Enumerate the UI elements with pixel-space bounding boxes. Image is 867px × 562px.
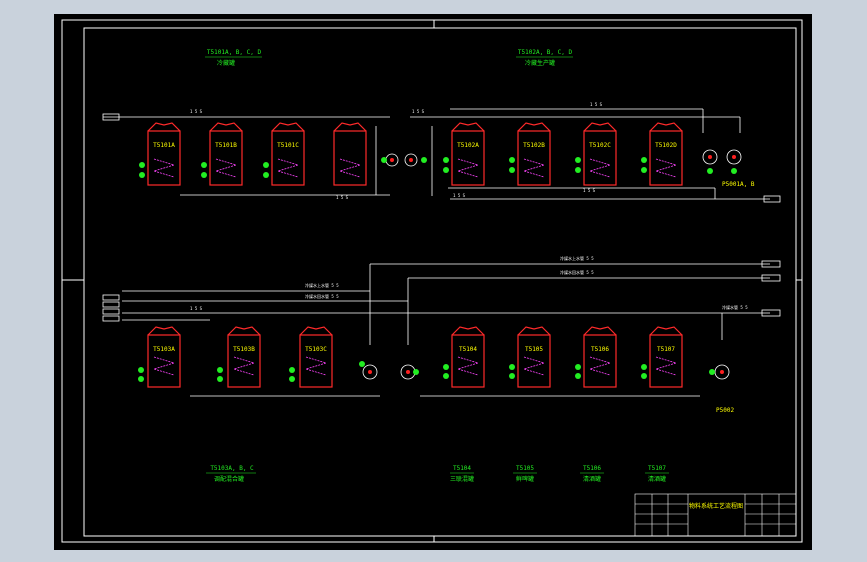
pipe-label: 1 5 S xyxy=(190,306,203,311)
svg-text:T5105: T5105 xyxy=(516,465,534,472)
top-group-right-label: T5102A, B, C, D 冷藏生产罐 xyxy=(516,49,573,67)
inner-border xyxy=(83,27,797,537)
pipe-label: 1 5 S xyxy=(583,188,596,193)
tank-label: T5107 xyxy=(657,346,675,353)
pipe-label: 1 5 S xyxy=(190,109,203,114)
bottom-group-label: T5106 清酒罐 xyxy=(580,465,604,483)
pipe-label: 1 5 S xyxy=(412,109,425,114)
top-inlet-arrow xyxy=(102,113,120,121)
svg-text:鲜啤罐: 鲜啤罐 xyxy=(516,475,534,483)
tank-label: T5102A xyxy=(457,142,479,149)
tank-t5103a[interactable]: T5103A xyxy=(147,326,181,388)
outer-border xyxy=(61,19,803,543)
tank-t5103c[interactable]: T5103C xyxy=(299,326,333,388)
pipe-label: 冷媒水上水管 5 5 xyxy=(560,255,594,261)
pump-icon[interactable] xyxy=(381,153,427,167)
tank-t5102a[interactable]: T5102A xyxy=(451,122,485,186)
svg-text:清酒罐: 清酒罐 xyxy=(648,475,666,483)
pipe-label: 冷媒水上水管 5 5 xyxy=(305,282,339,288)
svg-text:清酒罐: 清酒罐 xyxy=(583,475,601,483)
tank-t5102b[interactable]: T5102B xyxy=(517,122,551,186)
bottom-group-label: T5105 鲜啤罐 xyxy=(513,465,537,483)
tank-t5102d[interactable]: T5102D xyxy=(649,122,683,186)
instrument-icons-top-left xyxy=(139,162,269,178)
tank-t5107[interactable]: T5107 xyxy=(649,326,683,388)
bottom-group-label: T5104 三联混罐 xyxy=(450,465,474,483)
pump-label: P5001A, B xyxy=(722,181,755,188)
tank-label: T5101B xyxy=(215,142,237,149)
tank-label: T5101A xyxy=(153,142,175,149)
pump-icon[interactable] xyxy=(709,364,730,380)
instrument-icons-bottom-right xyxy=(443,364,647,379)
tank-label: T5102B xyxy=(523,142,545,149)
tank-label: T5103B xyxy=(233,346,255,353)
tank-t5105[interactable]: T5105 xyxy=(517,326,551,388)
group-name: 冷藏罐 xyxy=(217,59,235,67)
svg-text:T5103A, B, C: T5103A, B, C xyxy=(210,465,254,472)
pipe-label: 冷媒水回水管 5 5 xyxy=(560,269,594,275)
tank-label: T5101C xyxy=(277,142,299,149)
svg-text:T5104: T5104 xyxy=(453,465,471,472)
pump-icon[interactable] xyxy=(359,361,378,380)
title-block xyxy=(634,493,797,537)
top-outlet-arrow xyxy=(763,195,781,203)
drawing-canvas xyxy=(54,14,812,550)
tank-t5101a[interactable]: T5101A xyxy=(147,122,181,186)
tank-t5101d[interactable] xyxy=(333,122,367,186)
bottom-pipes xyxy=(122,263,770,397)
group-code: T5102A, B, C, D xyxy=(518,49,573,56)
pump-icon[interactable] xyxy=(400,364,419,380)
drawing-title: 物料系统工艺流程图 xyxy=(689,502,743,510)
tank-label: T5104 xyxy=(459,346,477,353)
tank-t5101c[interactable]: T5101C xyxy=(271,122,305,186)
tank-t5102c[interactable]: T5102C xyxy=(583,122,617,186)
tank-t5104[interactable]: T5104 xyxy=(451,326,485,388)
tank-label: T5102D xyxy=(655,142,677,149)
tank-t5101b[interactable]: T5101B xyxy=(209,122,243,186)
pipe-label: 1 5 S xyxy=(590,102,603,107)
group-name: 冷藏生产罐 xyxy=(525,59,555,67)
svg-text:T5107: T5107 xyxy=(648,465,666,472)
pipe-label: 冷媒水管 5 5 xyxy=(722,304,748,310)
pipe-label: 1 5 S xyxy=(453,193,466,198)
tank-t5106[interactable]: T5106 xyxy=(583,326,617,388)
instrument-icons-bottom-left xyxy=(138,367,295,382)
tank-t5103b[interactable]: T5103B xyxy=(227,326,261,388)
top-group-left-label: T5101A, B, C, D 冷藏罐 xyxy=(205,49,262,67)
bottom-group-label: T5103A, B, C 调配混合罐 xyxy=(206,465,256,483)
tank-label: T5102C xyxy=(589,142,611,149)
pump-label: P5002 xyxy=(716,407,734,414)
svg-text:T5106: T5106 xyxy=(583,465,601,472)
bottom-inlet-manifold xyxy=(102,294,120,322)
tank-label: T5103A xyxy=(153,346,175,353)
tank-label: T5105 xyxy=(525,346,543,353)
top-pipes xyxy=(103,108,770,200)
pump-icon[interactable] xyxy=(702,149,742,174)
tank-label: T5103C xyxy=(305,346,327,353)
group-code: T5101A, B, C, D xyxy=(207,49,262,56)
svg-text:三联混罐: 三联混罐 xyxy=(450,475,474,483)
pipe-label: 1 5 S xyxy=(336,195,349,200)
pipe-label: 冷媒水回水管 5 5 xyxy=(305,293,339,299)
svg-text:调配混合罐: 调配混合罐 xyxy=(214,475,244,483)
bottom-outlet-arrows xyxy=(761,260,781,317)
bottom-group-label: T5107 清酒罐 xyxy=(645,465,669,483)
tank-label: T5106 xyxy=(591,346,609,353)
instrument-icons-top-right xyxy=(443,157,647,173)
